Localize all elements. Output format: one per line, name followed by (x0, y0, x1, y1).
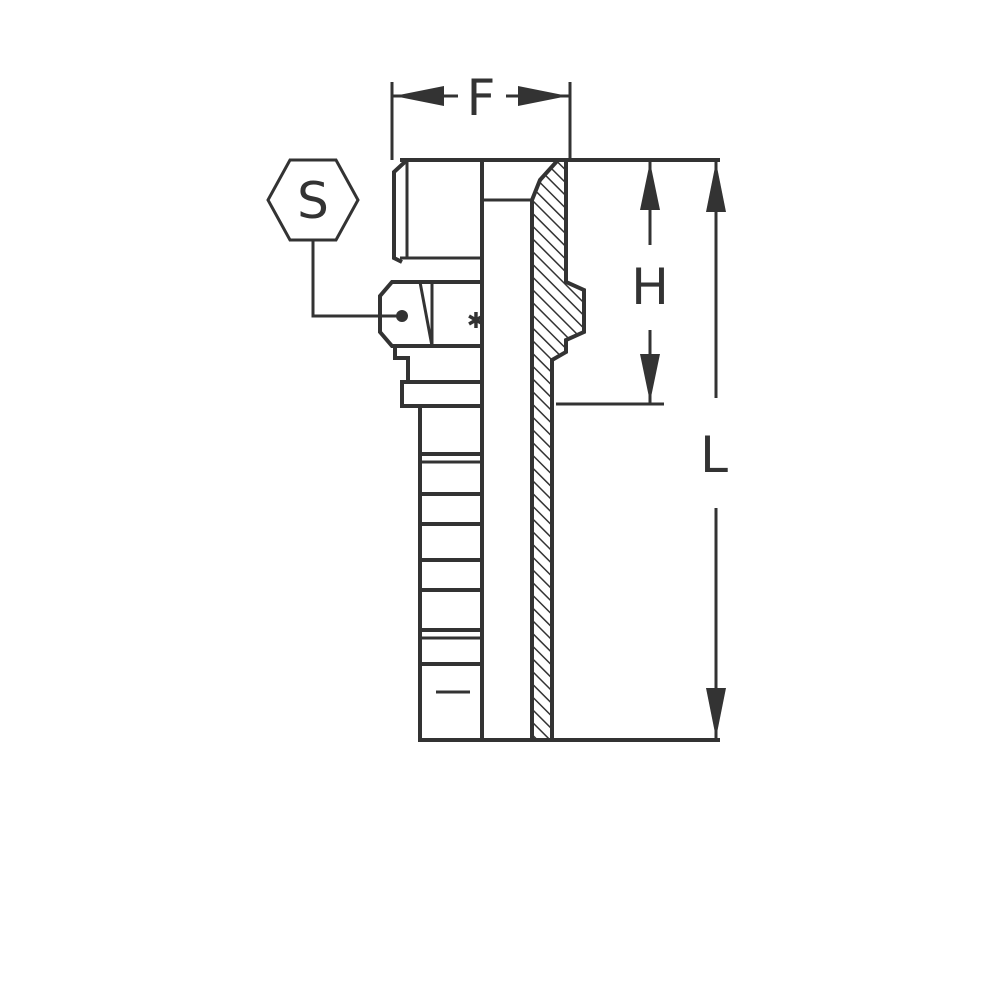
neck-outline (393, 346, 480, 384)
f-arrow-right (518, 86, 568, 106)
tail-outline (418, 406, 530, 742)
dimension-l: L (700, 160, 728, 740)
hexagon-icon (266, 158, 360, 242)
f-arrow-left (394, 86, 444, 106)
dimension-h: H (556, 160, 669, 406)
h-arrow-top (640, 162, 660, 210)
hex-flat (418, 281, 434, 347)
label-f: F (467, 69, 496, 127)
label-l: L (700, 426, 728, 484)
fitting-body: ✱ (378, 158, 720, 742)
l-arrow-top (706, 162, 726, 212)
collar (400, 380, 484, 408)
hex-nut (378, 280, 480, 348)
barb-rings (420, 452, 482, 694)
hatched-section (530, 158, 586, 742)
hex-size-callout: S (266, 158, 408, 322)
leader-dot (396, 310, 408, 322)
dimension-f: F (390, 69, 572, 160)
label-h: H (631, 258, 669, 316)
l-arrow-bottom (706, 688, 726, 738)
hex-leader-line (311, 240, 400, 318)
label-s: S (297, 172, 329, 230)
section-outline (530, 158, 586, 742)
h-arrow-bottom (640, 354, 660, 402)
